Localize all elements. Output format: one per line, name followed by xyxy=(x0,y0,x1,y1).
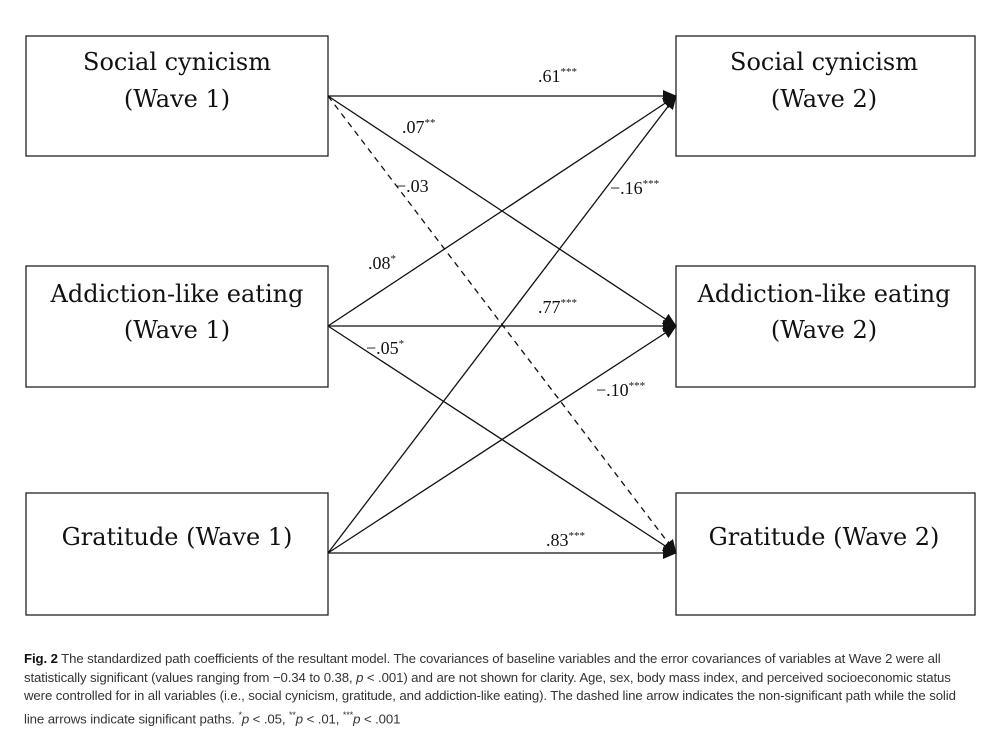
node-box-social-cynicism-w1 xyxy=(25,35,329,157)
sig-text-1: < .05, xyxy=(249,711,289,727)
node-label-ae1-line1: Addiction-like eating xyxy=(50,280,304,308)
coef-value: .08 xyxy=(368,253,391,273)
node-label-sc1-line2: (Wave 1) xyxy=(124,85,230,113)
caption-text-main: The standardized path coefficients of th… xyxy=(24,651,941,685)
node-label-sc2-line2: (Wave 2) xyxy=(771,85,877,113)
coef-value: .83 xyxy=(546,530,569,550)
coef-sc1-sc2: .61*** xyxy=(538,66,577,86)
sig-p-3: p xyxy=(353,711,361,727)
coef-stars: *** xyxy=(643,178,660,190)
node-label-sc2-line1: Social cynicism xyxy=(730,48,918,76)
coef-sc1-gr2: −.03 xyxy=(396,176,429,196)
sig-text-3: < .001 xyxy=(360,711,401,727)
arrow-ae1-sc2 xyxy=(327,95,677,327)
node-box-gratitude-w2 xyxy=(675,492,976,616)
caption-p-italic: p xyxy=(356,669,364,685)
path-diagram: Social cynicism (Wave 1) Addiction-like … xyxy=(25,35,976,616)
arrow-gr1-sc2 xyxy=(327,95,677,554)
coef-gr1-ae2: −.10*** xyxy=(596,380,645,400)
coef-value: −.10 xyxy=(596,380,629,400)
caption-text-mid: < .001) and are not shown for clarity. A… xyxy=(24,669,956,727)
node-box-gratitude-w1 xyxy=(25,492,329,616)
coef-stars: *** xyxy=(561,297,578,309)
coef-value: −.05 xyxy=(366,338,399,358)
sig-star-2: ** xyxy=(288,709,296,720)
arrow-gr1-ae2 xyxy=(327,325,677,554)
sig-star-3: *** xyxy=(342,709,354,720)
node-label-sc1-line1: Social cynicism xyxy=(83,48,271,76)
figure-label: Fig. 2 xyxy=(24,651,58,666)
coef-value: −.16 xyxy=(610,178,643,198)
figure-caption: Fig. 2 The standardized path coefficient… xyxy=(24,650,972,729)
coef-ae1-sc2: .08* xyxy=(368,253,396,273)
coef-value: .77 xyxy=(538,297,561,317)
coef-stars: *** xyxy=(569,530,586,542)
sig-star-1: * xyxy=(238,709,242,720)
coef-stars: *** xyxy=(561,66,578,78)
node-label-gr2: Gratitude (Wave 2) xyxy=(709,523,940,551)
sig-p-1: p xyxy=(241,711,250,727)
coef-ae1-ae2: .77*** xyxy=(538,297,577,317)
coef-stars: * xyxy=(399,338,405,350)
node-box-addiction-w2 xyxy=(675,265,976,388)
coef-value: .07 xyxy=(402,117,425,137)
node-label-ae2-line1: Addiction-like eating xyxy=(697,280,951,308)
node-label-ae1-line2: (Wave 1) xyxy=(124,316,230,344)
node-label-gr1: Gratitude (Wave 1) xyxy=(62,523,293,551)
node-label-ae2-line2: (Wave 2) xyxy=(771,316,877,344)
coef-stars: *** xyxy=(629,380,646,392)
sig-text-2: < .01, xyxy=(303,711,343,727)
node-box-addiction-w1 xyxy=(25,265,329,388)
coef-value: −.03 xyxy=(396,176,429,196)
coef-stars: * xyxy=(391,253,397,265)
node-box-social-cynicism-w2 xyxy=(675,35,976,157)
coef-stars: ** xyxy=(425,117,436,129)
coef-gr1-sc2: −.16*** xyxy=(610,178,659,198)
coef-gr1-gr2: .83*** xyxy=(546,530,585,550)
coef-ae1-gr2: −.05* xyxy=(366,338,404,358)
sig-p-2: p xyxy=(295,711,304,727)
coef-value: .61 xyxy=(538,66,561,86)
coef-sc1-ae2: .07** xyxy=(402,117,436,137)
